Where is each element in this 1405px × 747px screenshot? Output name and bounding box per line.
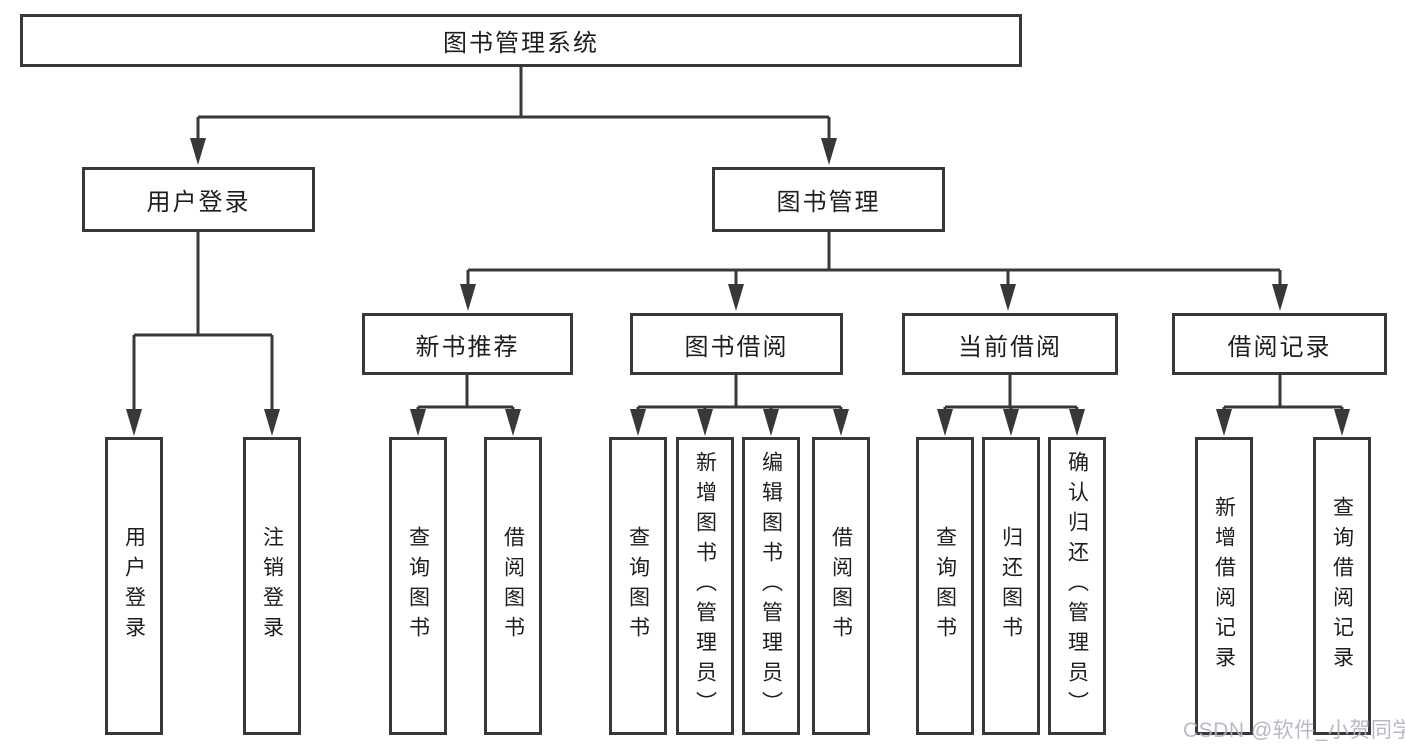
- node-user-login-module: 用户登录: [82, 167, 315, 232]
- node-user-login-module-label: 用户登录: [146, 189, 251, 216]
- leaf-return-book-label: 归还图书: [999, 526, 1023, 646]
- leaf-borrow-books-recommend-label: 借阅图书: [501, 526, 525, 646]
- connector-arrowheads: [126, 138, 1350, 436]
- leaf-borrow-books-recommend: 借阅图书: [484, 437, 542, 735]
- leaf-add-borrow-record: 新增借阅记录: [1195, 437, 1253, 735]
- node-book-management-module: 图书管理: [712, 167, 945, 232]
- node-current-borrowing-label: 当前借阅: [958, 333, 1062, 361]
- leaf-add-book-admin-label: 新增图书（管理员）: [693, 451, 717, 721]
- node-new-book-recommendation: 新书推荐: [362, 313, 573, 375]
- leaf-borrow-books-borrowing: 借阅图书: [812, 437, 870, 735]
- csdn-watermark: CSDN @软件_小贺同学: [1183, 719, 1405, 742]
- leaf-query-books-recommend-label: 查询图书: [406, 526, 430, 646]
- leaf-query-borrow-record-label: 查询借阅记录: [1330, 496, 1354, 676]
- leaf-query-books-borrowing: 查询图书: [609, 437, 667, 735]
- leaf-query-books-borrowing-label: 查询图书: [626, 526, 650, 646]
- node-system-root-label: 图书管理系统: [443, 30, 599, 57]
- leaf-logout: 注销登录: [243, 437, 301, 735]
- leaf-confirm-return-admin: 确认归还（管理员）: [1048, 437, 1106, 735]
- leaf-edit-book-admin: 编辑图书（管理员）: [742, 437, 800, 735]
- leaf-edit-book-admin-label: 编辑图书（管理员）: [759, 451, 783, 721]
- leaf-user-login: 用户登录: [105, 437, 163, 735]
- node-book-borrowing: 图书借阅: [630, 313, 843, 375]
- leaf-logout-label: 注销登录: [260, 526, 284, 646]
- node-borrowing-records: 借阅记录: [1172, 313, 1387, 375]
- leaf-add-book-admin: 新增图书（管理员）: [676, 437, 734, 735]
- node-borrowing-records-label: 借阅记录: [1227, 333, 1332, 361]
- leaf-return-book: 归还图书: [982, 437, 1040, 735]
- leaf-user-login-label: 用户登录: [122, 526, 146, 646]
- leaf-query-borrow-record: 查询借阅记录: [1313, 437, 1371, 735]
- leaf-query-books-current: 查询图书: [916, 437, 974, 735]
- leaf-confirm-return-admin-label: 确认归还（管理员）: [1065, 451, 1089, 721]
- leaf-query-books-current-label: 查询图书: [933, 526, 957, 646]
- node-new-book-recommendation-label: 新书推荐: [415, 333, 520, 361]
- leaf-add-borrow-record-label: 新增借阅记录: [1212, 496, 1236, 676]
- node-current-borrowing: 当前借阅: [902, 313, 1118, 375]
- node-book-management-module-label: 图书管理: [776, 189, 881, 216]
- node-system-root: 图书管理系统: [20, 14, 1022, 67]
- node-book-borrowing-label: 图书借阅: [684, 333, 789, 361]
- leaf-borrow-books-borrowing-label: 借阅图书: [829, 526, 853, 646]
- leaf-query-books-recommend: 查询图书: [389, 437, 447, 735]
